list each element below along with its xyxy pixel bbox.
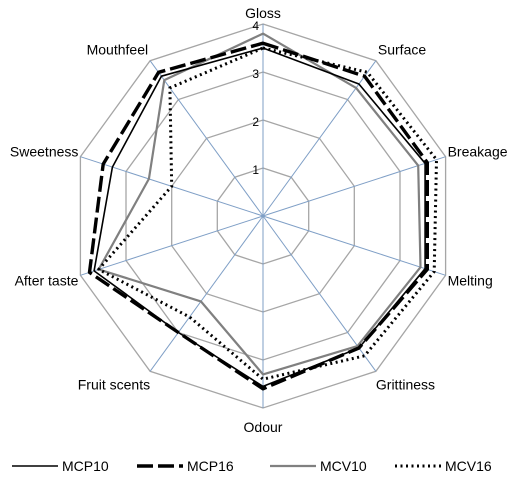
axis-label-gloss: Gloss [245, 5, 281, 21]
axis-label-melting: Melting [448, 272, 493, 288]
series-mcp16 [87, 41, 429, 391]
spoke-melting [262, 215, 446, 276]
spoke-after-taste [80, 215, 264, 276]
axis-label-breakage: Breakage [448, 144, 508, 160]
tick-label: 4 [252, 19, 259, 33]
axis-label-sweetness: Sweetness [10, 144, 78, 160]
axis-label-fruit-scents: Fruit scents [78, 376, 150, 392]
series-mcp10 [93, 47, 426, 388]
tick-label: 2 [252, 115, 259, 129]
series-mcv10 [97, 32, 422, 376]
axis-label-grittiness: Grittiness [376, 376, 435, 392]
legend-label-mcv16: MCV16 [445, 458, 492, 474]
tick-label: 1 [252, 163, 259, 177]
spoke-fruit-scents [149, 215, 264, 372]
axis-label-surface: Surface [378, 42, 426, 58]
legend: MCP10 MCP16 MCV10 MCV16 [12, 458, 492, 474]
axis-labels: 1 2 3 4GlossSurfaceBreakageMeltingGrittines… [10, 5, 508, 435]
legend-label-mcp10: MCP10 [62, 458, 109, 474]
spoke-surface [262, 60, 377, 217]
legend-label-mcv10: MCV10 [320, 458, 367, 474]
axis-label-after-taste: After taste [15, 272, 79, 288]
series-layer [87, 32, 438, 391]
axis-label-mouthfeel: Mouthfeel [87, 42, 148, 58]
spoke-breakage [262, 156, 446, 217]
tick-label: 3 [252, 67, 259, 81]
radar-grid [79, 23, 447, 409]
series-mcv16 [97, 46, 438, 381]
axis-label-odour: Odour [244, 419, 283, 435]
spoke-mouthfeel [149, 60, 264, 217]
legend-label-mcp16: MCP16 [187, 458, 234, 474]
